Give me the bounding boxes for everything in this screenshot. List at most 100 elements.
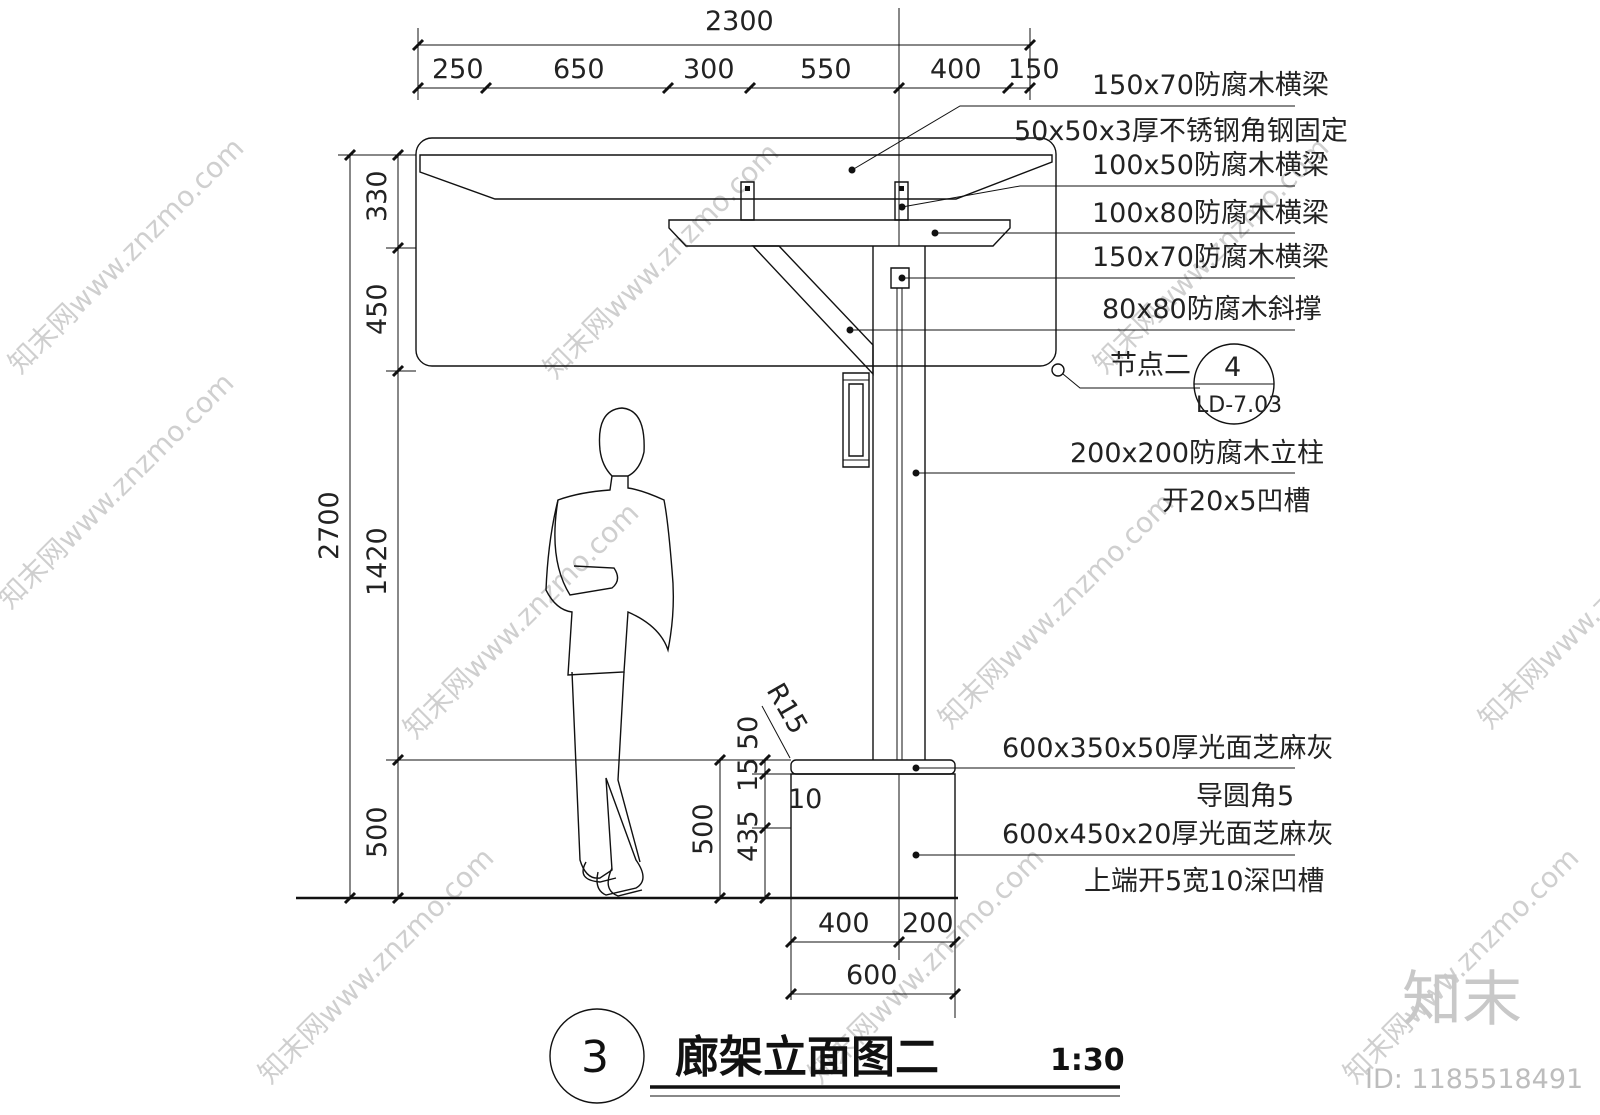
drawing-number-circle	[550, 1009, 644, 1103]
dim-top-chain: 400	[930, 54, 982, 85]
steel-angle-bracket	[895, 182, 908, 220]
watermark-layer: 知末网www.znzmo.com 知末网www.znzmo.com 知末网www…	[0, 131, 1600, 1095]
detail-boundary	[416, 138, 1056, 366]
dimension-tick	[413, 83, 423, 93]
dimension-tick	[715, 893, 725, 903]
dimension-layer: 2300 250 650 300 550 400 150 2700 3	[314, 6, 1060, 1018]
steel-angle-bracket	[741, 182, 754, 220]
annotation-layer: 150x70防腐木横梁 50x50x3厚不锈钢角钢固定 100x50防腐木横梁 …	[846, 70, 1348, 897]
leader-line	[902, 186, 1295, 207]
dimension-tick	[760, 769, 770, 779]
dim-left-chain: 330	[362, 170, 393, 222]
dim-left-chain: 450	[362, 283, 393, 335]
detail-callout-sheet: LD-7.03	[1196, 393, 1282, 418]
note-label: 80x80防腐木斜撑	[1102, 294, 1322, 325]
drawing-number: 3	[581, 1032, 609, 1083]
figure-arm	[555, 500, 618, 595]
figure-legs	[572, 672, 643, 895]
detail-callout-label: 节点二	[1110, 350, 1191, 381]
dimension-tick	[393, 755, 403, 765]
dim-base-small: 10	[788, 784, 822, 815]
dimension-tick	[786, 937, 796, 947]
dim-top-chain: 550	[800, 54, 852, 85]
dimension-tick	[481, 83, 491, 93]
dimension-tick	[715, 755, 725, 765]
note-label: 50x50x3厚不锈钢角钢固定	[1014, 116, 1348, 147]
watermark-brand: 知末	[1402, 965, 1522, 1035]
watermark-text: 知末网www.znzmo.com	[252, 841, 501, 1090]
watermark-text: 知末网www.znzmo.com	[0, 366, 240, 615]
dim-bottom-total: 600	[846, 960, 898, 991]
callout-leader	[1063, 374, 1200, 388]
dim-radius: R15	[760, 678, 813, 740]
watermark-text: 知末网www.znzmo.com	[1472, 486, 1600, 735]
note-label: 200x200防腐木立柱	[1070, 438, 1324, 469]
leader-line	[852, 106, 1295, 170]
radius-leader	[762, 706, 790, 758]
dimension-tick	[1025, 83, 1035, 93]
dimension-tick	[345, 150, 355, 160]
dim-bottom-chain: 400	[818, 908, 870, 939]
bolt-dot	[745, 186, 750, 191]
title-block: 3 廊架立面图二 1:30	[550, 1009, 1125, 1103]
bolt-dot	[899, 186, 904, 191]
note-label: 600x350x50厚光面芝麻灰	[1002, 733, 1333, 764]
figure-body	[546, 476, 673, 675]
seat-slab	[791, 760, 955, 774]
seat-base	[791, 774, 955, 898]
top-beam	[420, 155, 1052, 199]
diagonal-brace	[753, 246, 873, 374]
dimension-tick	[760, 893, 770, 903]
note-label: 开20x5凹槽	[1162, 486, 1311, 517]
drawing-title: 廊架立面图二	[675, 1032, 939, 1083]
dimension-tick	[950, 937, 960, 947]
lantern-window	[849, 384, 863, 456]
dimension-tick	[393, 150, 403, 160]
dimension-tick	[393, 243, 403, 253]
dim-left-total: 2700	[314, 491, 345, 560]
note-label: 600x450x20厚光面芝麻灰	[1002, 819, 1333, 850]
dim-bottom-chain: 200	[902, 908, 954, 939]
dim-top-chain: 150	[1008, 54, 1060, 85]
figure-head	[599, 408, 644, 476]
dim-overall-width: 2300	[705, 6, 774, 37]
dimension-tick	[894, 937, 904, 947]
watermark-text: 知末网www.znzmo.com	[397, 496, 646, 745]
dimension-tick	[745, 83, 755, 93]
pergola-structure	[296, 8, 1056, 898]
note-label: 100x50防腐木横梁	[1092, 150, 1329, 181]
note-label: 导圆角5	[1196, 781, 1294, 812]
watermark-text: 知末网www.znzmo.com	[2, 131, 251, 380]
dim-base-height: 435	[733, 810, 764, 862]
human-scale-figure	[546, 408, 673, 896]
dimension-tick	[786, 989, 796, 999]
dim-left-chain: 1420	[362, 527, 393, 596]
dim-top-chain: 300	[683, 54, 735, 85]
dimension-tick	[1003, 83, 1013, 93]
lantern	[843, 373, 869, 467]
dim-base-small: 15	[733, 758, 764, 792]
dimension-tick	[894, 83, 904, 93]
figure-shoes	[583, 862, 642, 896]
dim-base-small: 50	[733, 716, 764, 750]
dim-top-chain: 650	[553, 54, 605, 85]
image-id: ID: 1185518491	[1365, 1064, 1583, 1095]
dim-base-height: 500	[688, 803, 719, 855]
watermark-text: 知末网www.znzmo.com	[932, 486, 1181, 735]
dim-top-chain: 250	[432, 54, 484, 85]
callout-origin-circle	[1052, 364, 1064, 376]
watermark-text: 知末网www.znzmo.com	[537, 136, 786, 385]
dimension-tick	[760, 755, 770, 765]
dimension-tick	[393, 366, 403, 376]
detail-callout-number: 4	[1224, 352, 1241, 383]
note-label: 150x70防腐木横梁	[1092, 70, 1329, 101]
note-label: 上端开5宽10深凹槽	[1084, 866, 1325, 897]
dimension-tick	[393, 893, 403, 903]
dim-left-chain: 500	[362, 806, 393, 858]
note-label: 100x80防腐木横梁	[1092, 198, 1329, 229]
dimension-tick	[950, 989, 960, 999]
drawing-scale: 1:30	[1050, 1043, 1125, 1078]
dimension-tick	[663, 83, 673, 93]
lower-beam	[669, 220, 1010, 246]
